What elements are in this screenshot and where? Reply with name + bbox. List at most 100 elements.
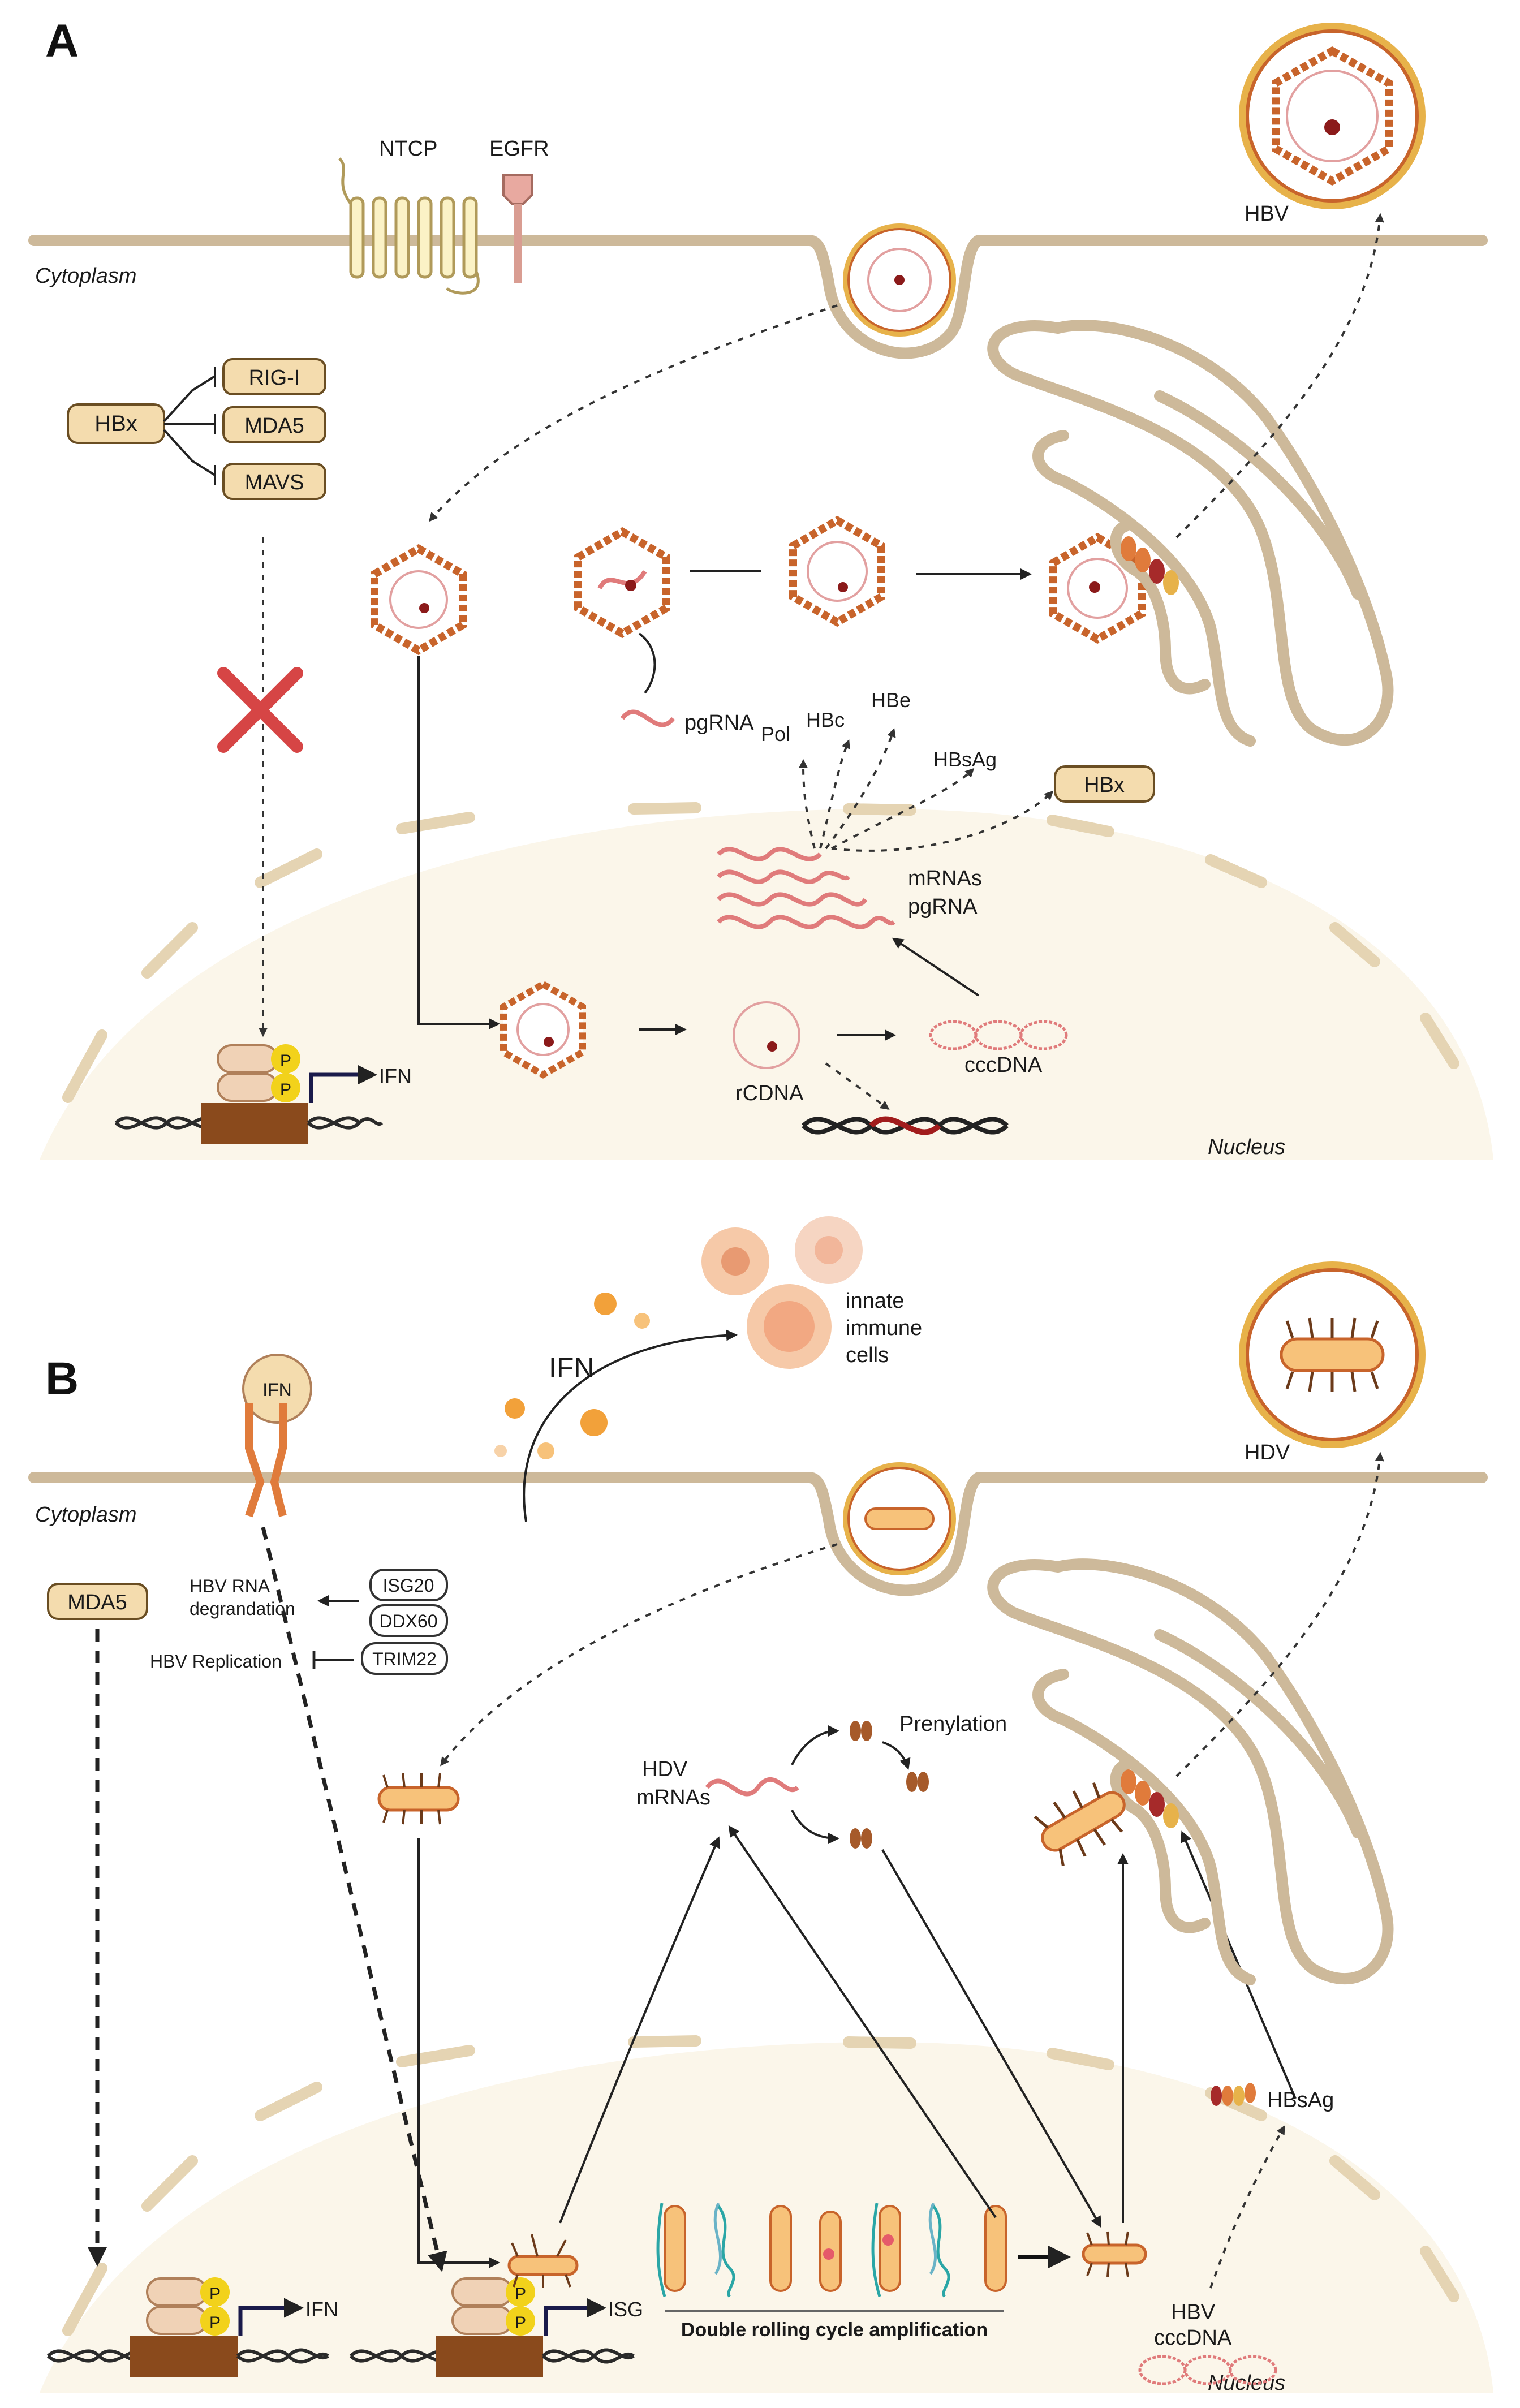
pgrna-label: pgRNA — [684, 711, 754, 735]
trim22-box — [361, 1642, 448, 1675]
phospho-a1: P — [280, 1052, 291, 1070]
hbsag-label-b: HBsAg — [1267, 2088, 1334, 2112]
rolling-circle-strip — [664, 2205, 1007, 2292]
hbv-cccdna-line-1: HBV — [1171, 2301, 1216, 2324]
hbx-label-product: HBx — [1084, 773, 1125, 797]
er-golgi-a — [987, 320, 1394, 747]
to-nucleus-arrow-a — [417, 656, 500, 1029]
hdv-label: HDV — [1245, 1441, 1290, 1464]
ifn-output-a: IFN — [379, 1065, 412, 1088]
pgrna-label-nucleus: pgRNA — [908, 895, 978, 919]
phospho-b2: P — [209, 2314, 221, 2332]
hbsag-proteins-b — [1211, 2083, 1256, 2106]
ddx60-box — [369, 1604, 448, 1637]
prenylation-label: Prenylation — [899, 1712, 1007, 1736]
hbsag-label-a: HBsAg — [933, 748, 997, 771]
degradation-line-2: degrandation — [190, 1599, 295, 1619]
mavs-box — [222, 463, 326, 500]
er-golgi-b — [987, 1558, 1394, 1985]
capsid-mature — [789, 515, 885, 627]
hdv-rnp-cytoplasm — [377, 1773, 460, 1825]
plasma-membrane-a — [28, 235, 1488, 359]
ifn-promoter-complex-a — [114, 1044, 384, 1144]
hbv-cccdna-line-2: cccDNA — [1154, 2326, 1232, 2350]
blocked-x-icon — [217, 667, 303, 753]
hbc-label: HBc — [806, 708, 845, 731]
entry-arrow-a — [428, 304, 838, 522]
mavs-label: MAVS — [245, 471, 304, 494]
hbv-cccdna-rings — [1138, 2355, 1277, 2385]
hdv-mrnas-line-2: mRNAs — [636, 1786, 711, 1810]
panel-b-letter: B — [45, 1353, 79, 1405]
nucleus-b — [40, 2042, 1493, 2393]
ifn-receptor — [242, 1354, 312, 1518]
capsid-cytoplasm-a — [371, 544, 467, 656]
egfr-label: EGFR — [489, 137, 549, 161]
pol-label: Pol — [761, 722, 790, 746]
phospho-a2: P — [280, 1080, 291, 1099]
capsid-pgrna — [574, 527, 670, 639]
rcdna-circle — [733, 1001, 800, 1069]
isg-output: ISG — [608, 2298, 643, 2321]
envelope-proteins-a — [1121, 536, 1179, 595]
hbv-label: HBV — [1245, 202, 1289, 226]
rolling-circle-dots — [823, 2234, 894, 2260]
hdv-mrnas-line-1: HDV — [642, 1757, 688, 1781]
mda5-label-b: MDA5 — [67, 1591, 127, 1614]
secretion-arrow-b — [1175, 1451, 1384, 1777]
inhibition-lines — [163, 367, 216, 485]
mrna-bundle — [717, 847, 895, 929]
cccdna-label: cccDNA — [964, 1053, 1043, 1077]
phospho-b3: P — [515, 2285, 526, 2303]
trim22-label: TRIM22 — [372, 1649, 437, 1669]
phospho-b4: P — [515, 2314, 526, 2332]
hdv-virion-extracellular — [1239, 1261, 1426, 1448]
degradation-line-1: HBV RNA — [190, 1576, 270, 1596]
mrnas-label: mRNAs — [908, 867, 982, 890]
hbv-virion-entering — [843, 223, 956, 337]
ifn-signal-arrow — [261, 1527, 447, 2272]
mda5-label-a: MDA5 — [244, 414, 304, 438]
nucleus-a — [40, 809, 1493, 1160]
hdag-proteins — [850, 1721, 929, 1849]
integration-arrow — [825, 1062, 890, 1110]
ddx60-label: DDX60 — [379, 1611, 437, 1631]
ifn-promoter-complex-b — [46, 2277, 329, 2377]
nucleus-label-a: Nucleus — [1208, 1135, 1285, 1159]
transcription-arrow — [892, 937, 980, 997]
panel-a-letter: A — [45, 15, 79, 67]
isg20-label: ISG20 — [383, 1575, 434, 1596]
entry-arrow-b — [440, 1543, 838, 1767]
cytoplasm-label-a: Cytoplasm — [35, 264, 137, 288]
secretion-arrow-a — [1175, 213, 1384, 539]
rcdna-label: rCDNA — [735, 1082, 804, 1105]
rig-i-box — [222, 358, 326, 395]
replication-label: HBV Replication — [150, 1651, 282, 1672]
isg-promoter-complex — [349, 2277, 635, 2377]
panel-b: B Cytoplasm Nucleus IFN IFN — [28, 1216, 1493, 2395]
ifn-release-arrow — [523, 1329, 738, 1522]
to-nucleus-arrow-b — [417, 1838, 500, 2268]
cccdna-rings — [929, 1020, 1068, 1050]
cytoplasm-label-b: Cytoplasm — [35, 1503, 137, 1527]
translation-arrows — [799, 727, 1054, 852]
capsid-nuclear-a — [500, 980, 586, 1079]
hbx-label-a: HBx — [94, 411, 137, 436]
hbe-label: HBe — [871, 688, 911, 712]
phospho-b1: P — [209, 2285, 221, 2303]
ntcp-label: NTCP — [379, 137, 437, 161]
mda5-box-b — [47, 1583, 148, 1620]
ifn-molecules — [494, 1293, 650, 1459]
innate-cells-line-3: cells — [846, 1343, 889, 1367]
rolling-circle-strands — [656, 2202, 950, 2298]
ifn-label: IFN — [549, 1352, 595, 1384]
nuclear-envelope-b — [62, 2035, 1459, 2336]
hdv-budding-particle — [1034, 1782, 1126, 1866]
envelope-proteins-b — [1121, 1769, 1179, 1828]
rig-i-label: RIG-I — [249, 366, 300, 390]
plasma-membrane-b — [28, 1472, 1488, 1596]
ntcp-receptor — [338, 157, 480, 295]
isg20-box — [369, 1569, 448, 1601]
egfr-receptor — [502, 174, 533, 283]
